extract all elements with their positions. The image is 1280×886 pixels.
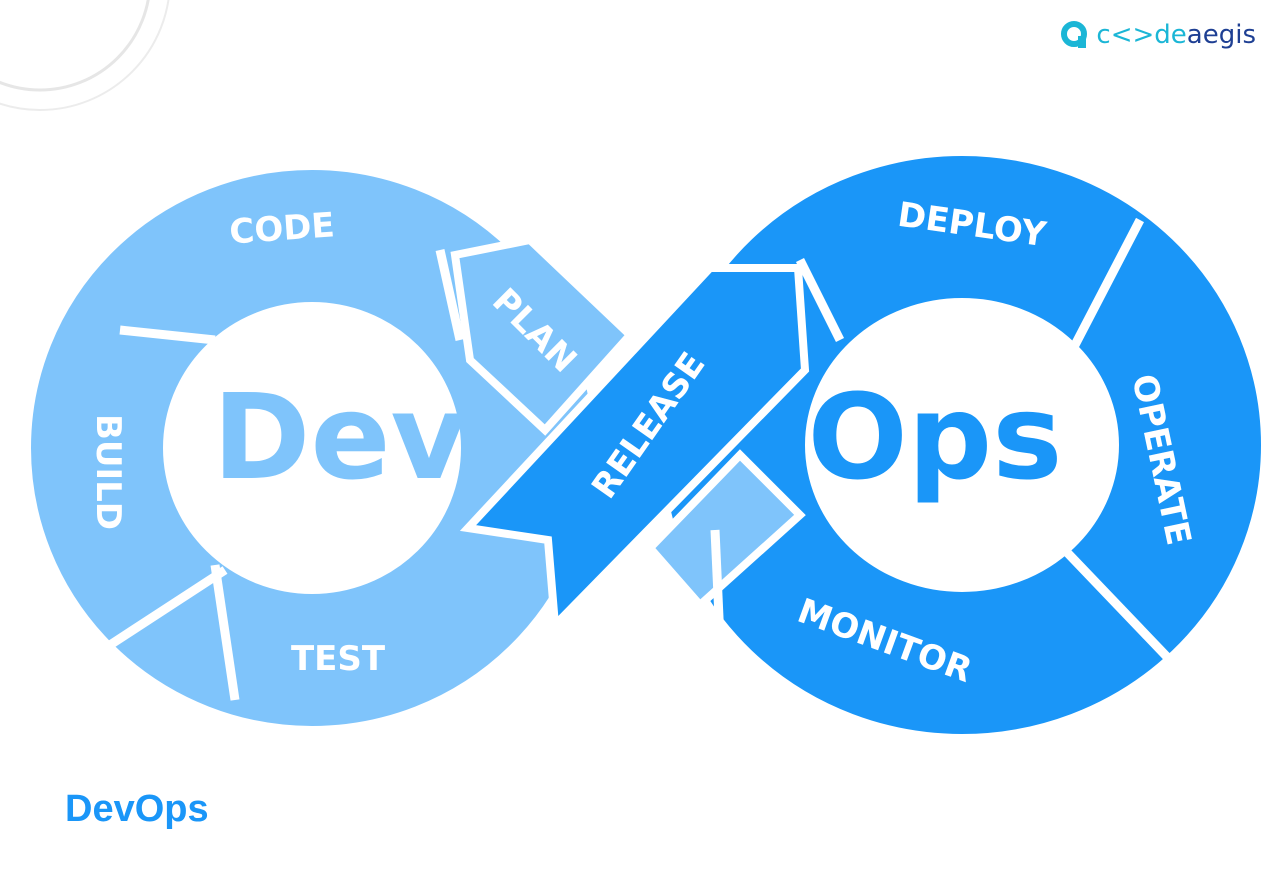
caption-title: DevOps: [65, 788, 209, 830]
plan-segment: [450, 235, 636, 436]
logo-mark-icon: [1061, 21, 1088, 48]
logo-text-part1: c<>de: [1096, 20, 1187, 50]
dev-loop: [31, 170, 593, 726]
codeaegis-logo: c<>deaegis: [1060, 20, 1256, 50]
release-segment: [459, 264, 810, 635]
stage-test: TEST: [291, 639, 386, 679]
decorative-circles: [0, 0, 170, 111]
stage-build: BUILD: [88, 414, 128, 530]
ops-title: Ops: [807, 368, 1062, 506]
monitor-tail: [644, 449, 806, 611]
stage-code: CODE: [228, 205, 336, 252]
logo-text-part2: aegis: [1186, 20, 1256, 50]
segment-separators: [107, 217, 1174, 701]
dev-title: Dev: [213, 368, 468, 506]
